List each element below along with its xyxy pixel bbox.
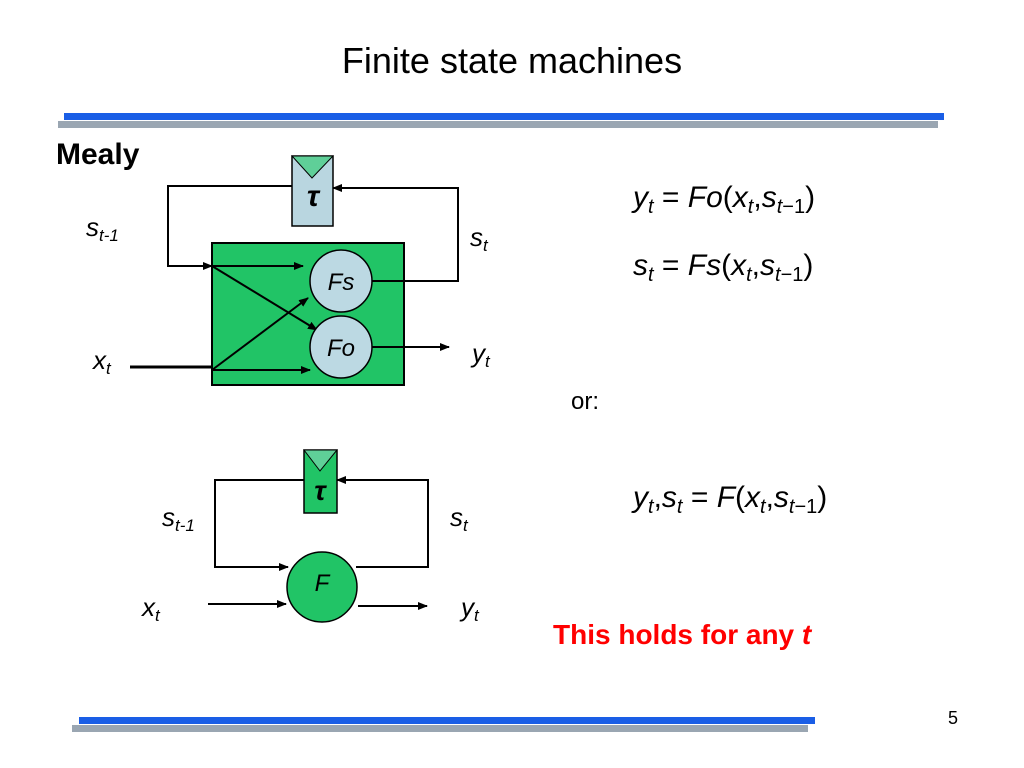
delay-clock-triangle-2 bbox=[302, 449, 339, 472]
label-x-t: xt bbox=[93, 345, 111, 378]
input-to-fs bbox=[211, 297, 309, 371]
fs-node bbox=[309, 249, 373, 313]
label-y-t-2: yt bbox=[461, 592, 479, 625]
f-node bbox=[286, 551, 358, 623]
label-s-prev-2: st-1 bbox=[162, 502, 195, 535]
title-underline bbox=[64, 113, 944, 120]
label-s-t: st bbox=[470, 222, 488, 255]
combinational-block bbox=[211, 242, 405, 386]
equation-state: st = Fs(xt,st−1) bbox=[633, 249, 814, 286]
label-s-prev: st-1 bbox=[86, 212, 119, 245]
footer-bar bbox=[79, 717, 815, 724]
or-label: or: bbox=[571, 388, 600, 415]
mealy-diagram-separate: τ Fs Fo bbox=[130, 155, 459, 386]
state-to-fo bbox=[211, 265, 318, 331]
equation-output: yt = Fo(xt,st−1) bbox=[633, 181, 816, 218]
fo-node bbox=[309, 315, 373, 379]
label-y-t: yt bbox=[472, 338, 490, 371]
fo-label: Fo bbox=[327, 335, 355, 362]
title-underline-shadow bbox=[58, 121, 938, 128]
f-to-delay bbox=[336, 476, 429, 568]
holds-for-any-t-note: This holds for any t bbox=[553, 619, 812, 650]
feedback-to-block bbox=[167, 185, 292, 270]
fs-label: Fs bbox=[328, 269, 355, 296]
f-label: F bbox=[315, 570, 331, 597]
feedback-to-f bbox=[214, 479, 304, 571]
label-s-t-2: st bbox=[450, 502, 468, 535]
footer-bar-shadow bbox=[72, 725, 808, 732]
delay-tau-2: τ bbox=[314, 475, 327, 506]
page-number: 5 bbox=[948, 708, 959, 728]
label-x-t-2: xt bbox=[142, 592, 160, 625]
mealy-heading: Mealy bbox=[56, 138, 140, 171]
delay-clock-triangle bbox=[290, 155, 335, 179]
mealy-diagram-combined: τ F bbox=[208, 449, 429, 623]
fs-to-delay bbox=[332, 184, 459, 282]
delay-tau: τ bbox=[307, 180, 321, 213]
equation-combined: yt,st = F(xt,st−1) bbox=[633, 481, 828, 518]
slide-title: Finite state machines bbox=[341, 40, 683, 81]
